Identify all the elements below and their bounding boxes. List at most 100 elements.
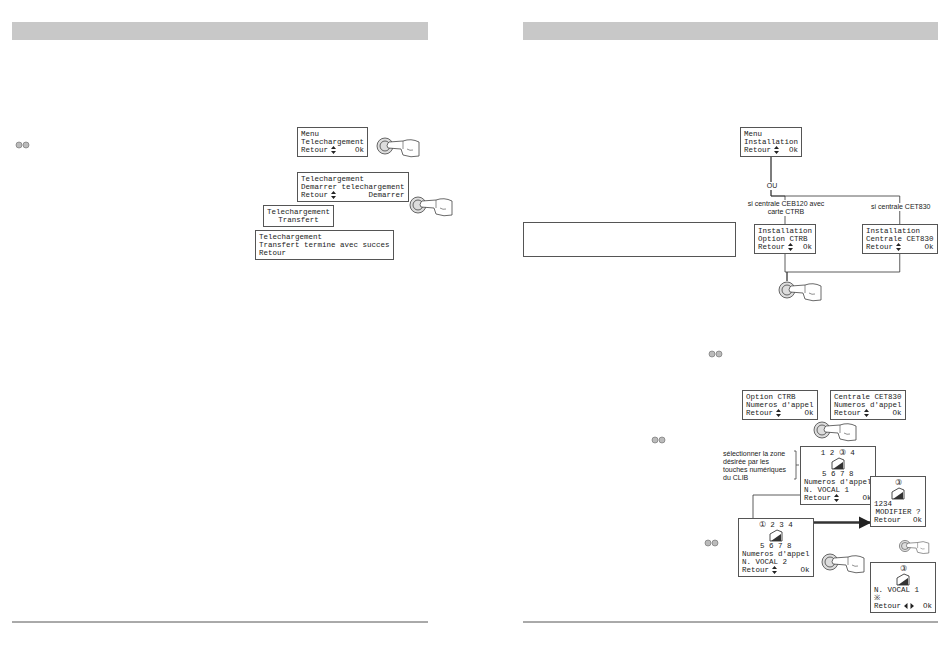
screen-text: Option CTRB: [758, 235, 808, 243]
caption-note: sélectionner la zone désirée par les tou…: [722, 450, 794, 482]
screen-line: RetourOk: [874, 602, 932, 610]
scroll-arrows: [774, 146, 779, 154]
screen-line: ① 2 3 4: [742, 521, 810, 529]
lcd-screen: TelechargementTransfert termine avec suc…: [255, 230, 394, 260]
screen-line: RetourOk: [866, 243, 934, 251]
screen-line: Option CTRB: [758, 235, 812, 243]
screen-line: RetourOk: [744, 146, 798, 154]
screen-line: Option CTRB: [746, 393, 814, 401]
note-box: [524, 223, 736, 257]
screen-text: Ok: [783, 146, 798, 154]
key-icon: [16, 142, 722, 546]
screen-text: Ok: [799, 409, 814, 417]
scroll-arrows: [834, 494, 839, 502]
screen-line: N. VOCAL 1: [804, 486, 872, 494]
merge-line: [787, 254, 900, 281]
screen-line: ③: [874, 565, 932, 573]
zone-pictogram: [830, 457, 846, 470]
screen-line: [742, 529, 810, 542]
screen-line: Transfert: [267, 216, 330, 224]
screen-text: N. VOCAL 2: [742, 558, 787, 566]
screen-text: Installation: [758, 227, 812, 235]
screen-text: 5 6 7 8: [760, 542, 792, 550]
choice-label: OU: [763, 182, 781, 190]
screen-line: Numeros d'appel: [804, 478, 872, 486]
lcd-screen: MenuInstallationRetourOk: [740, 127, 802, 157]
screen-text: Telechargement: [259, 233, 322, 241]
zone-pictogram: [895, 573, 911, 586]
screen-text: Ok: [349, 146, 364, 154]
screen-text: Menu: [744, 130, 762, 138]
screen-text: Telechargement: [301, 175, 364, 183]
screen-text: ③: [900, 565, 907, 573]
screen-text: Retour: [746, 409, 773, 417]
footer-rule: [12, 622, 428, 623]
scroll-arrows: [896, 243, 901, 251]
screen-line: Telechargement: [259, 233, 390, 241]
scroll-arrows: [331, 191, 336, 199]
screen-line: [804, 457, 872, 470]
hand-pressing-key: [822, 554, 864, 573]
screen-line: Retour Ok: [746, 409, 814, 417]
screen-line: Menu: [301, 130, 364, 138]
hand-pressing-key: [410, 197, 452, 216]
screen-line: MODIFIER ?: [874, 508, 922, 516]
screen-text: Transfert termine avec succes: [259, 241, 390, 249]
screen-text: Transfert: [278, 216, 319, 224]
screen-text: Demarrer telechargement: [301, 183, 405, 191]
screen-line: 5 6 7 8: [742, 542, 810, 550]
screen-text: Retour: [804, 494, 831, 502]
lcd-screen: TelechargementDemarrer telechargementRet…: [297, 172, 409, 202]
screen-text: Centrale CET830: [866, 235, 934, 243]
screen-line: [874, 573, 932, 586]
screen-line: 5 6 7 8: [804, 470, 872, 478]
footer-rule: [523, 622, 938, 623]
screen-text: Menu: [301, 130, 319, 138]
screen-line: Numeros d'appel: [742, 550, 810, 558]
lcd-screen: Centrale CET830Numeros d'appelRetourOk: [830, 390, 906, 420]
screen-text: Telechargement: [301, 138, 364, 146]
lcd-screen: InstallationCentrale CET830RetourOk: [862, 224, 938, 254]
screen-line: Demarrer telechargement: [301, 183, 405, 191]
screen-text: Numeros d'appel: [834, 401, 902, 409]
lcd-screen: ③N. VOCAL 1※RetourOk: [870, 562, 936, 613]
screen-text: Retour: [874, 516, 901, 524]
screen-line: Telechargement: [267, 208, 330, 216]
screen-text: Demarrer: [363, 191, 405, 199]
screen-text: Telechargement: [267, 208, 330, 216]
screen-text: Numeros d'appel: [746, 401, 814, 409]
screen-text: Ok: [887, 409, 902, 417]
screen-line: Retour Ok: [301, 146, 364, 154]
screen-text: 1234: [874, 500, 892, 508]
scroll-arrows: [776, 409, 781, 417]
screen-text: Numeros d'appel: [742, 550, 810, 558]
screen-text: MODIFIER ?: [875, 508, 920, 516]
screen-line: RetourDemarrer: [301, 191, 405, 199]
screen-line: RetourOk: [742, 566, 810, 574]
caption-note: si centrale CEB120 avec carte CTRB: [745, 200, 827, 216]
screen-line: N. VOCAL 1: [874, 586, 932, 594]
screen-text: Retour: [758, 243, 785, 251]
lcd-screen: 1 2 ③ 45 6 7 8Numeros d'appelN. VOCAL 1R…: [800, 446, 876, 505]
screen-line: RetourOk: [834, 409, 902, 417]
screen-text: Numeros d'appel: [804, 478, 872, 486]
screen-line: Installation: [744, 138, 798, 146]
screen-text: Centrale CET830: [834, 393, 902, 401]
screen-line: Transfert termine avec succes: [259, 241, 390, 249]
hand-pressing-key: [377, 138, 419, 157]
screen-line: Installation: [758, 227, 812, 235]
lcd-screen: TelechargementTransfert: [263, 205, 334, 227]
screen-line: ③: [874, 479, 922, 487]
scroll-arrows: [772, 566, 777, 574]
screen-line: Retour: [259, 249, 390, 257]
screen-text: Retour: [301, 146, 328, 154]
scroll-arrows: [331, 146, 336, 154]
screen-text: ③: [895, 479, 902, 487]
screen-text: Ok: [907, 516, 922, 524]
lcd-screen: InstallationOption CTRBRetourOk: [754, 224, 816, 254]
screen-text: Retour: [259, 249, 286, 257]
screen-line: RetourOk: [758, 243, 812, 251]
screen-text: Retour: [866, 243, 893, 251]
screen-text: Retour: [742, 566, 769, 574]
hand-pressing-key: [814, 422, 856, 441]
